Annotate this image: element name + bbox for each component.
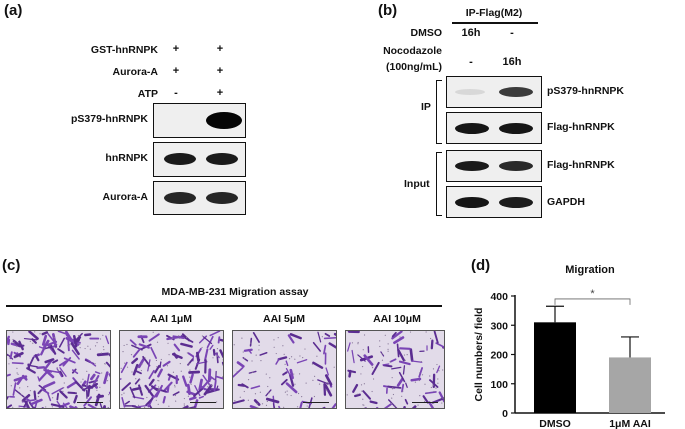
ip-group-label: IP [421,101,431,113]
y-tick-label: 400 [490,291,508,303]
blot-ps379-hnrnpk [153,103,246,138]
panel-a-label: (a) [4,2,23,19]
sign: + [172,43,180,55]
bar-1 [609,357,651,413]
significance-bracket [554,298,631,305]
migration-assay-title: MDA-MB-231 Migration assay [161,286,309,298]
blot-ip-ps379-hnrnpk [446,76,542,108]
bar-0 [534,322,576,413]
blot-label-ps379: pS379-hnRNPK [70,113,148,125]
sign: - [174,87,178,99]
sign: + [172,65,180,77]
y-tick-label: 100 [490,379,508,391]
condition-gst-hnrnpk: GST-hnRNPK [90,44,158,56]
nocodazole-value: - [469,56,473,68]
x-tick-label: DMSO [539,418,571,429]
panel-b-label: (b) [378,2,398,19]
micrograph-aai-1um [119,330,224,409]
blot-label: pS379-hnRNPK [547,85,625,97]
panel-c-label: (c) [2,257,21,274]
y-tick-label: 200 [490,350,508,362]
condition-atp: ATP [137,88,158,100]
y-axis-label: Cell numbers/ field [473,308,485,402]
micrograph-aai-10um [345,330,445,409]
nocodazole-value: 16h [502,56,522,68]
significance-marker: * [590,288,595,300]
micrograph-aai-5um [232,330,337,409]
nocodazole-concentration: (100ng/mL) [385,61,442,73]
header-underline [452,22,538,24]
condition-label: DMSO [42,313,74,325]
ip-flag-header: IP-Flag(M2) [465,7,523,19]
condition-aurora-a: Aurora-A [112,66,158,78]
dmso-value: 16h [461,27,481,39]
blot-input-gapdh [446,186,542,218]
input-bracket [436,152,442,216]
blot-label: Flag-hnRNPK [547,121,615,133]
sign: + [216,87,224,99]
condition-label: AAI 5μM [262,313,305,325]
input-group-label: Input [404,178,430,190]
blot-ip-flag-hnrnpk [446,112,542,144]
dmso-label: DMSO [410,27,443,39]
y-tick-label: 0 [502,408,508,420]
blot-hnrnpk [153,142,246,177]
x-tick-label: 1μM AAI [609,418,651,429]
blot-label: GAPDH [547,196,585,208]
blot-label: Flag-hnRNPK [547,159,615,171]
blot-label-hnrnpk: hnRNPK [105,152,148,164]
dmso-value: - [510,27,514,39]
blot-input-flag-hnrnpk [446,150,542,182]
blot-aurora-a [153,181,246,215]
sign: + [216,65,224,77]
chart-title: Migration [565,264,615,276]
condition-label: AAI 10μM [373,313,421,325]
panel-d-label: (d) [471,257,491,274]
y-tick-label: 300 [490,320,508,332]
micrograph-dmso [6,330,111,409]
ip-bracket [436,80,442,144]
nocodazole-label: Nocodazole [383,45,442,57]
blot-label-aurora-a: Aurora-A [102,191,148,203]
sign: + [216,43,224,55]
title-underline [6,305,442,307]
condition-label: AAI 1μM [149,313,192,325]
